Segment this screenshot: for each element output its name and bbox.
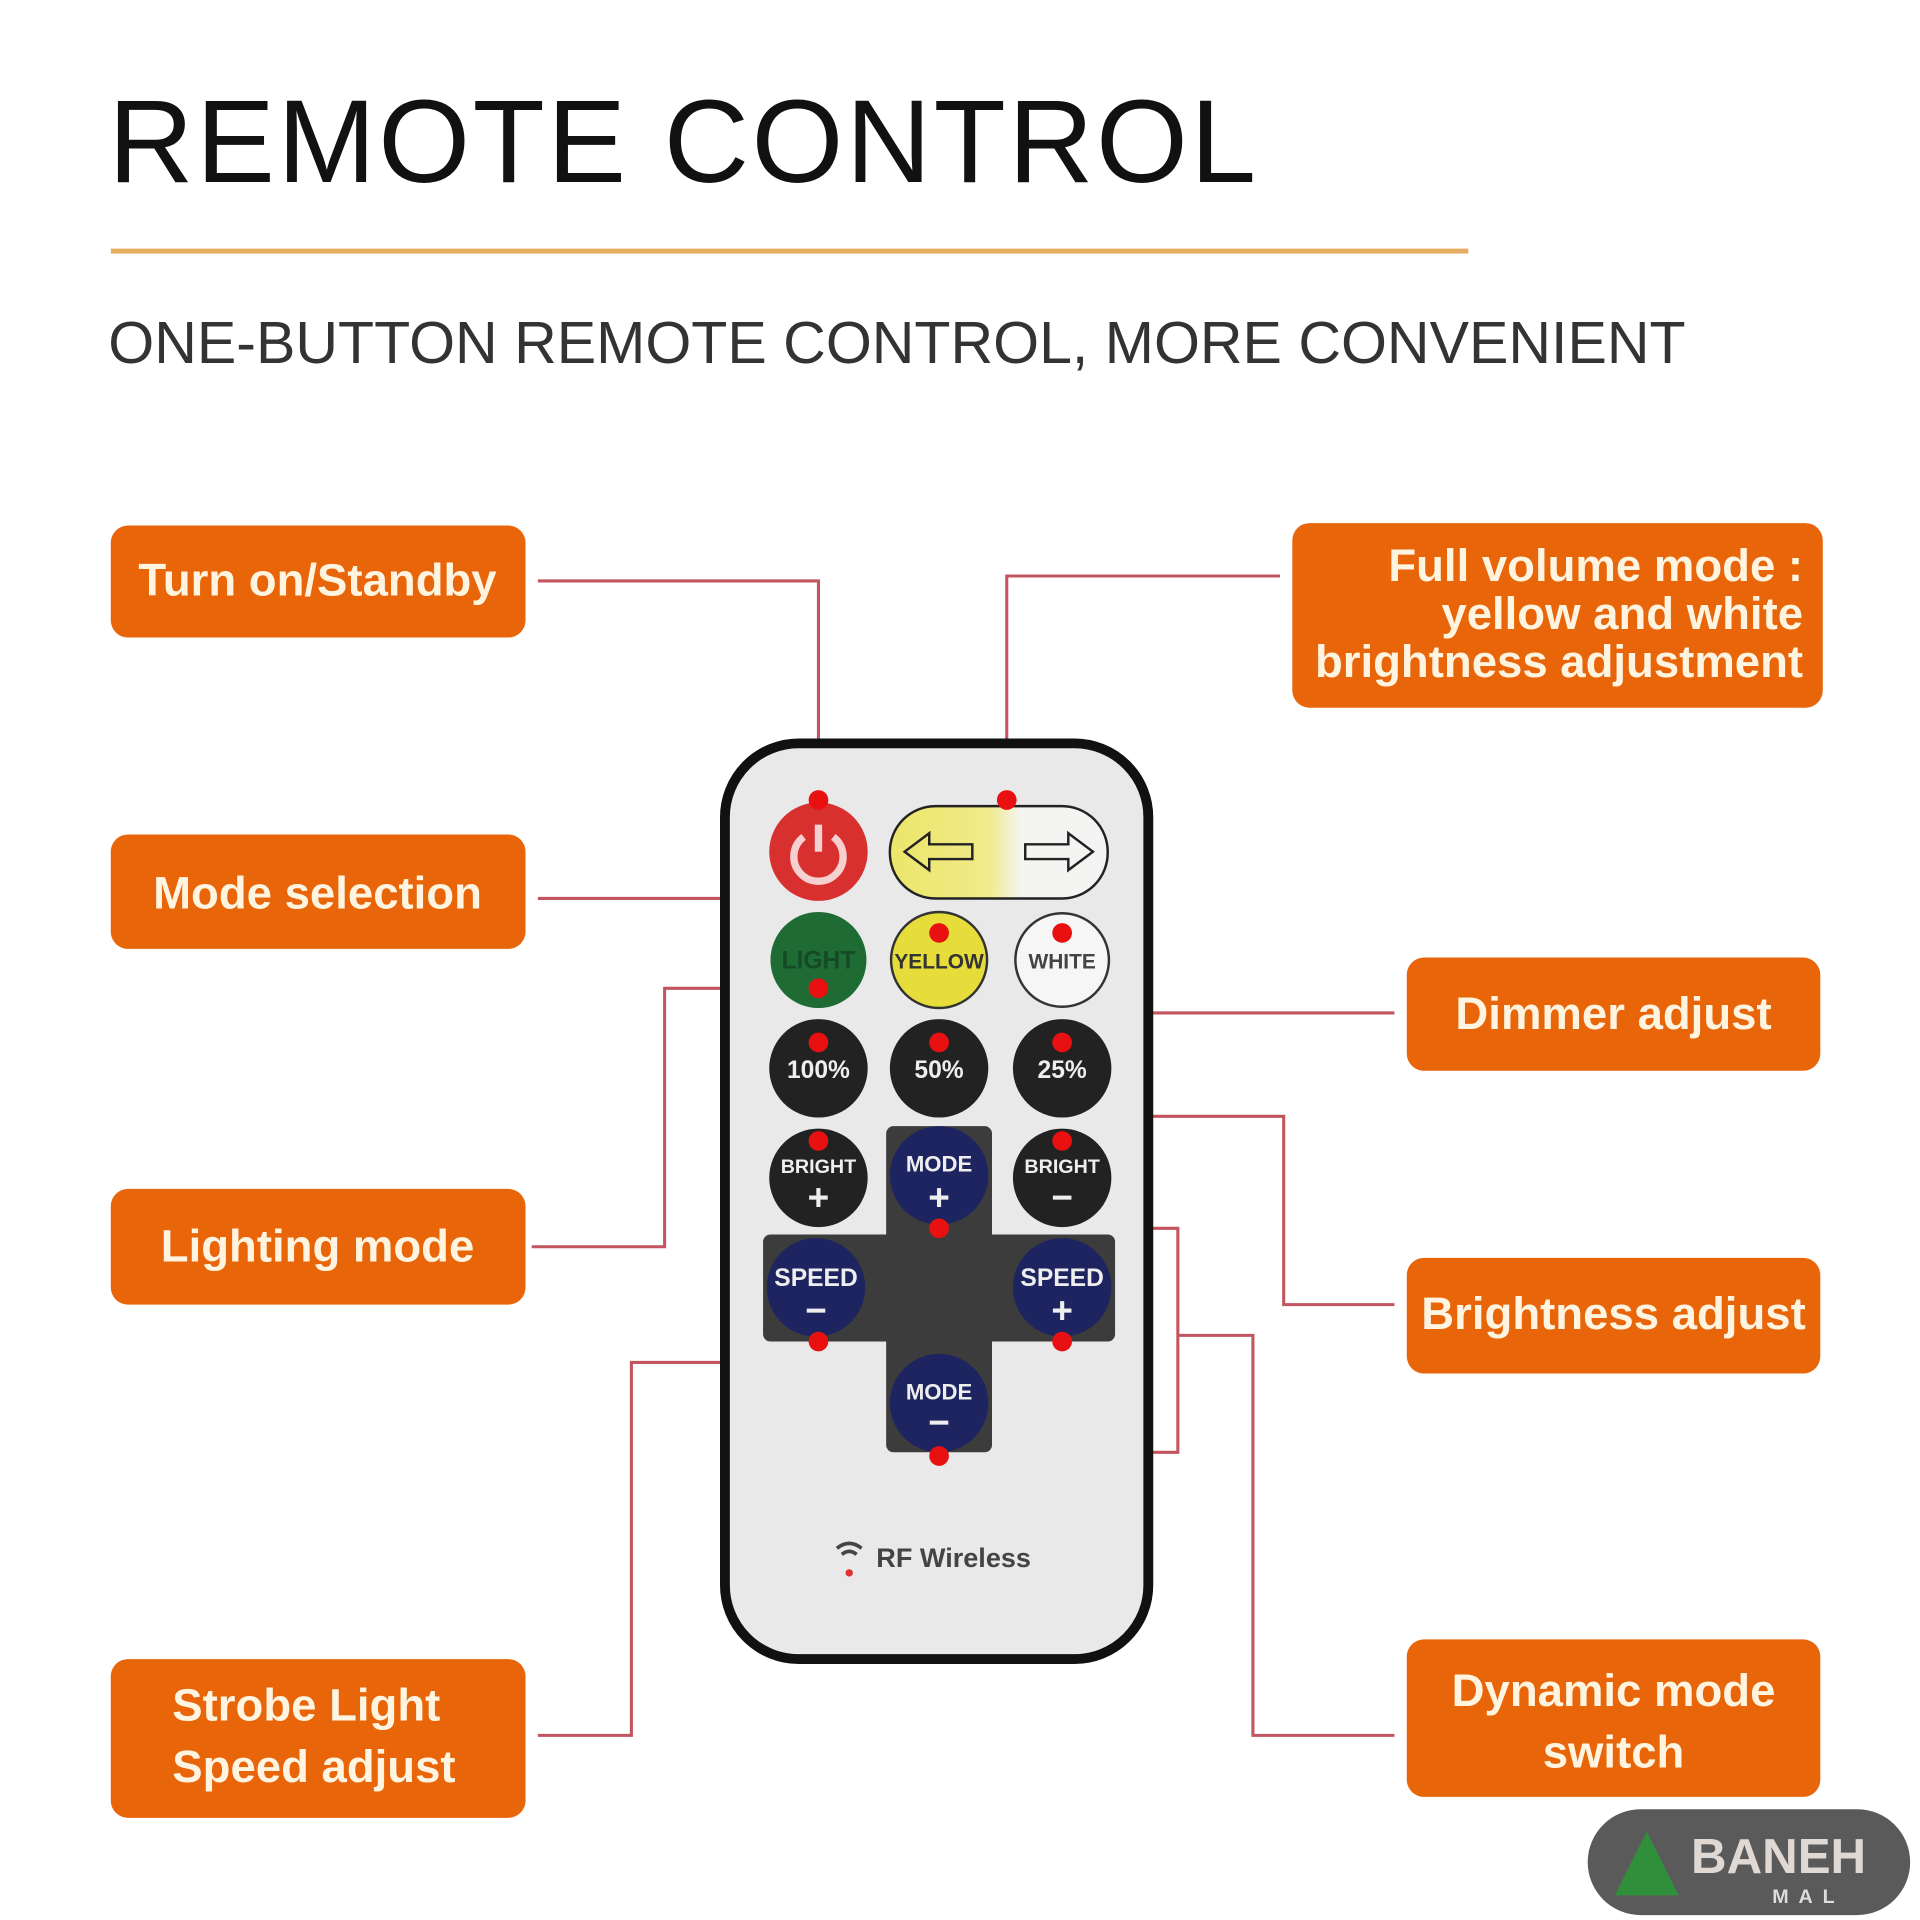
- brightness-50-button[interactable]: 50%: [889, 1019, 989, 1118]
- svg-text:WHITE: WHITE: [1028, 951, 1095, 974]
- mode-minus-button[interactable]: MODE−: [889, 1353, 989, 1453]
- svg-text:Brightness adjust: Brightness adjust: [1421, 1288, 1805, 1339]
- speed-minus-button[interactable]: SPEED−: [766, 1238, 866, 1337]
- power-icon: [790, 833, 847, 885]
- svg-text:+: +: [808, 1177, 830, 1218]
- tent-icon: [1614, 1831, 1679, 1896]
- svg-text:Strobe Light: Strobe Light: [172, 1680, 440, 1731]
- svg-text:Dimmer adjust: Dimmer adjust: [1455, 988, 1771, 1039]
- svg-text:BRIGHT: BRIGHT: [781, 1156, 856, 1178]
- svg-text:YELLOW: YELLOW: [894, 951, 984, 974]
- svg-text:Dynamic mode: Dynamic mode: [1452, 1665, 1776, 1716]
- page-title: REMOTE CONTROL: [108, 76, 1258, 208]
- svg-text:MAL: MAL: [1772, 1886, 1844, 1908]
- mode-arrows-button[interactable]: [888, 804, 1109, 900]
- svg-text:Speed adjust: Speed adjust: [172, 1741, 455, 1792]
- callout-brightness: Brightness adjust: [1406, 1257, 1821, 1374]
- svg-text:−: −: [1051, 1177, 1073, 1218]
- rf-wireless-label: RF Wireless: [876, 1542, 1031, 1573]
- svg-text:switch: switch: [1543, 1726, 1685, 1777]
- callout-dimmer: Dimmer adjust: [1406, 957, 1821, 1071]
- bright-minus-button[interactable]: BRIGHT−: [1012, 1128, 1112, 1228]
- arrow-right-icon: [1024, 830, 1095, 873]
- svg-text:yellow and white: yellow and white: [1441, 588, 1803, 639]
- svg-text:MODE: MODE: [906, 1379, 972, 1404]
- title-divider: [110, 248, 1469, 254]
- remote-control: LIGHT YELLOW WHITE 100% 50% 25% BRIGHT+ …: [720, 738, 1154, 1664]
- svg-text:−: −: [805, 1290, 827, 1331]
- svg-text:LIGHT: LIGHT: [782, 948, 856, 975]
- power-button[interactable]: [769, 802, 868, 901]
- callout-strobe: Strobe Light Speed adjust: [110, 1659, 526, 1818]
- wireless-icon: [835, 1541, 863, 1577]
- svg-text:Full volume mode :: Full volume mode :: [1388, 540, 1803, 591]
- callout-dynamic: Dynamic mode switch: [1406, 1639, 1821, 1797]
- brightness-100-button[interactable]: 100%: [769, 1019, 868, 1118]
- callout-mode-selection: Mode selection: [110, 834, 526, 949]
- svg-text:SPEED: SPEED: [1020, 1265, 1103, 1292]
- svg-text:BANEH: BANEH: [1691, 1829, 1866, 1884]
- svg-text:Turn on/Standby: Turn on/Standby: [138, 555, 497, 606]
- svg-text:BRIGHT: BRIGHT: [1024, 1156, 1099, 1178]
- svg-text:+: +: [1051, 1290, 1073, 1331]
- brightness-25-button[interactable]: 25%: [1012, 1019, 1112, 1118]
- svg-text:Lighting mode: Lighting mode: [161, 1221, 474, 1272]
- callout-dots: [808, 790, 1072, 1466]
- svg-text:MODE: MODE: [906, 1152, 972, 1177]
- arrow-left-icon: [902, 830, 974, 873]
- svg-text:SPEED: SPEED: [774, 1265, 857, 1292]
- svg-text:25%: 25%: [1038, 1057, 1087, 1084]
- callout-full-volume: Full volume mode : yellow and white brig…: [1292, 523, 1823, 708]
- svg-text:100%: 100%: [787, 1057, 850, 1084]
- svg-text:+: +: [928, 1177, 950, 1218]
- page-subtitle: ONE-BUTTON REMOTE CONTROL, MORE CONVENIE…: [108, 310, 1685, 376]
- svg-text:50%: 50%: [914, 1057, 963, 1084]
- svg-text:Mode selection: Mode selection: [153, 867, 482, 918]
- white-button[interactable]: WHITE: [1014, 912, 1111, 1008]
- svg-text:−: −: [928, 1402, 950, 1443]
- light-button[interactable]: LIGHT: [770, 912, 867, 1008]
- mode-plus-button[interactable]: MODE+: [889, 1126, 989, 1225]
- callout-turn-on: Turn on/Standby: [110, 525, 526, 638]
- bright-plus-button[interactable]: BRIGHT+: [769, 1128, 868, 1228]
- speed-plus-button[interactable]: SPEED+: [1012, 1238, 1112, 1337]
- yellow-button[interactable]: YELLOW: [889, 910, 989, 1010]
- svg-text:brightness adjustment: brightness adjustment: [1315, 636, 1803, 687]
- watermark-logo: BANEH MAL: [1587, 1809, 1911, 1916]
- callout-lighting-mode: Lighting mode: [110, 1188, 526, 1305]
